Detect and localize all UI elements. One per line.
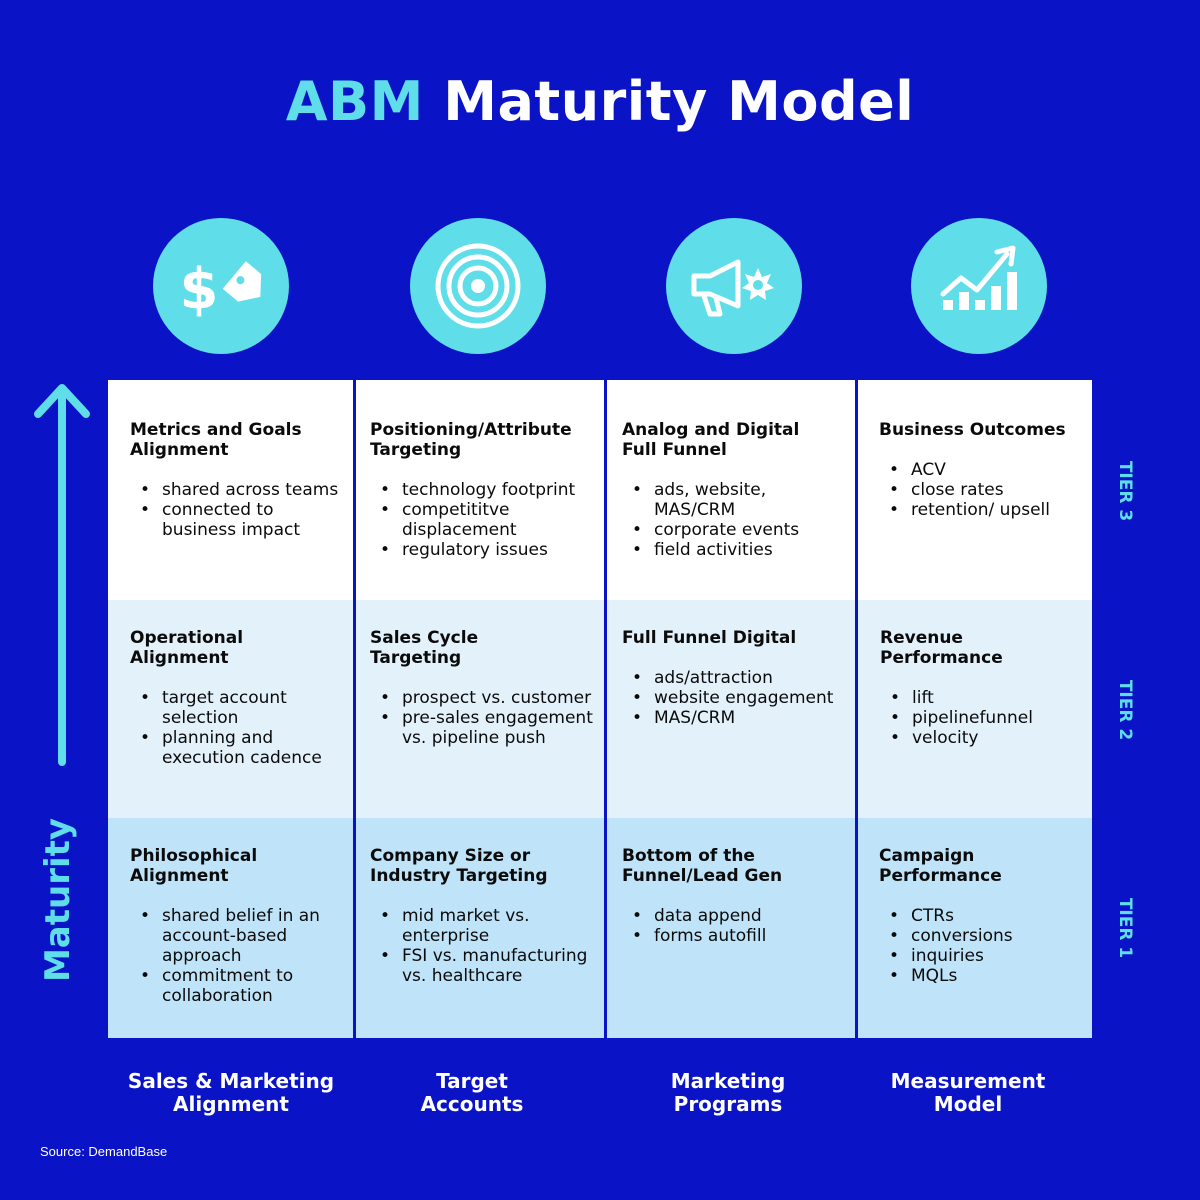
list-item: inquiries [889, 946, 1082, 966]
tier-2-label: TIER 2 [1115, 679, 1135, 741]
growth-chart-icon [911, 218, 1047, 354]
list-item: website engagement [632, 688, 846, 708]
list-item: shared across teams [140, 480, 344, 500]
title-rest: Maturity Model [443, 70, 915, 133]
list-item: shared belief in an account-based approa… [140, 906, 344, 966]
list-item: technology footprint [380, 480, 595, 500]
maturity-arrow-icon [34, 384, 90, 766]
list-item: regulatory issues [380, 540, 595, 560]
cell-marketing-programs-tier2: Full Funnel Digital ads/attractionwebsit… [605, 600, 856, 818]
list-item: pre-sales engagement vs. pipeline push [380, 708, 595, 748]
list-item: commitment to collaboration [140, 966, 344, 1006]
column-divider [604, 380, 607, 1038]
list-item: CTRs [889, 906, 1082, 926]
list-item: planning and execution cadence [140, 728, 344, 768]
list-item: MAS/CRM [632, 708, 846, 728]
list-item: forms autofill [632, 926, 846, 946]
list-item: target account selection [140, 688, 344, 728]
list-item: velocity [890, 728, 1082, 748]
megaphone-icon [666, 218, 802, 354]
list-item: competititve displacement [380, 500, 595, 540]
target-icon [410, 218, 546, 354]
list-item: FSI vs. manufacturing vs. healthcare [380, 946, 595, 986]
list-item: pipelinefunnel [890, 708, 1082, 728]
maturity-label: Maturity [38, 817, 78, 983]
title-accent: ABM [285, 70, 424, 133]
tier-1-label: TIER 1 [1115, 897, 1135, 959]
list-item: ads/attraction [632, 668, 846, 688]
list-item: connected to business impact [140, 500, 344, 540]
list-item: prospect vs. customer [380, 688, 595, 708]
list-item: MQLs [889, 966, 1082, 986]
page-title: ABM Maturity Model [0, 70, 1200, 133]
list-item: conversions [889, 926, 1082, 946]
list-item: field activities [632, 540, 846, 560]
list-item: lift [890, 688, 1082, 708]
list-item: corporate events [632, 520, 846, 540]
list-item: ACV [889, 460, 1082, 480]
source-credit: Source: DemandBase [40, 1144, 168, 1159]
column-divider [855, 380, 858, 1038]
list-item: data append [632, 906, 846, 926]
list-item: close rates [889, 480, 1082, 500]
tier-3-label: TIER 3 [1115, 460, 1135, 522]
list-item: ads, website, MAS/CRM [632, 480, 846, 520]
list-item: mid market vs. enterprise [380, 906, 595, 946]
cell-heading: Full Funnel Digital [622, 628, 797, 648]
cell-measurement-model-tier3: Business Outcomes ACVclose ratesretentio… [856, 380, 1092, 600]
list-item: retention/ upsell [889, 500, 1082, 520]
cell-heading: Business Outcomes [879, 420, 1066, 440]
column-divider [353, 380, 356, 1038]
svg-text:$: $ [180, 257, 219, 322]
dollar-price-tag-icon: $ [153, 218, 289, 354]
